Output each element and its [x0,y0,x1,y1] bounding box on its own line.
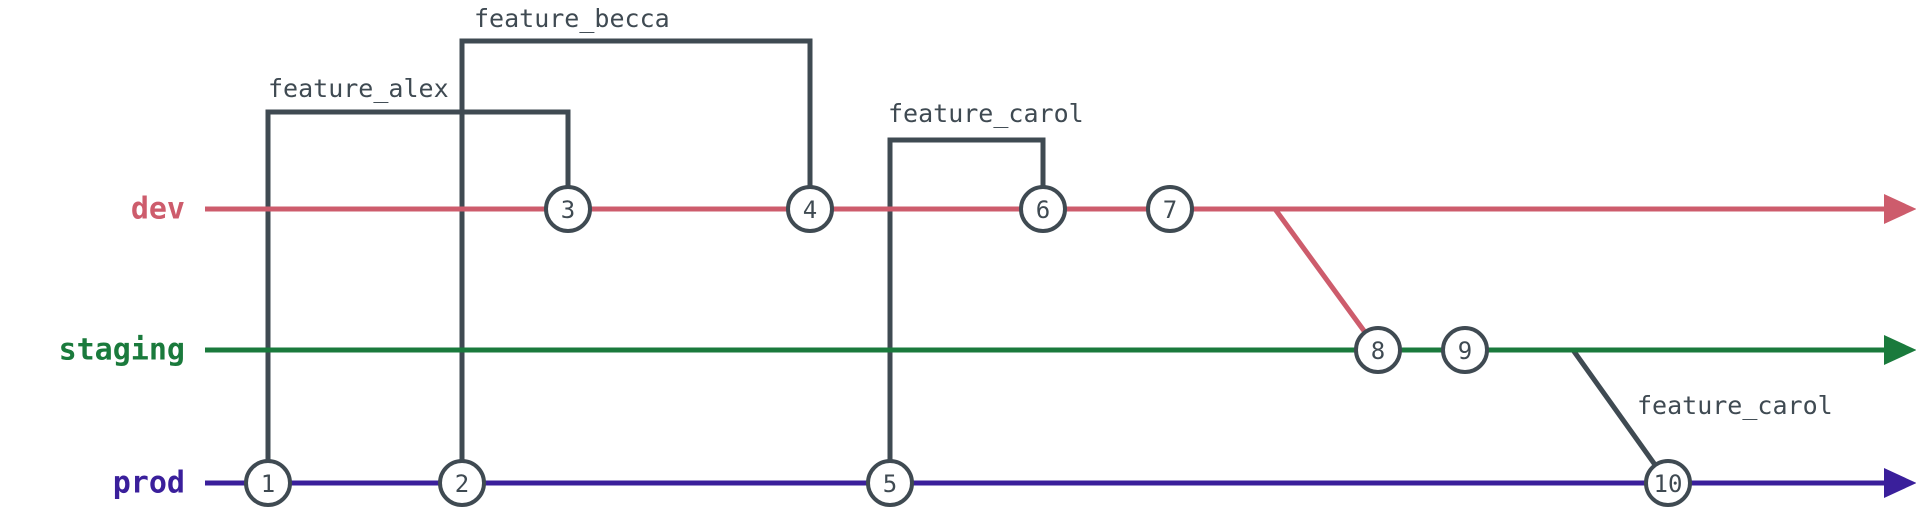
commit-node-10[interactable]: 10 [1644,459,1692,507]
commit-node-7[interactable]: 7 [1146,185,1194,233]
commit-node-2[interactable]: 2 [438,459,486,507]
commit-label-1: 1 [261,470,275,498]
feature-label-feature_alex: feature_alex [268,74,449,103]
commit-circle-9[interactable] [1441,326,1489,374]
commit-node-4[interactable]: 4 [786,185,834,233]
commit-circle-7[interactable] [1146,185,1194,233]
commit-circle-1[interactable] [244,459,292,507]
commit-label-2: 2 [455,470,469,498]
commit-nodes: 1 2 3 4 5 6 7 8 9 10 [244,185,1692,507]
commit-circle-6[interactable] [1019,185,1067,233]
commit-node-9[interactable]: 9 [1441,326,1489,374]
commit-circle-10[interactable] [1644,459,1692,507]
feature-label-feature_becca: feature_becca [474,4,670,33]
feature-branch-lines [265,38,1671,485]
commit-circle-8[interactable] [1354,326,1402,374]
feature-branch-line-feature_alex [265,109,571,483]
commit-circle-5[interactable] [866,459,914,507]
commit-node-1[interactable]: 1 [244,459,292,507]
commit-label-8: 8 [1371,337,1385,365]
commit-label-3: 3 [561,196,575,224]
commit-circle-3[interactable] [544,185,592,233]
merge-line-dev-to-staging-merge [1272,207,1381,352]
commit-node-3[interactable]: 3 [544,185,592,233]
feature-branch-line-feature_carol_prod [1570,348,1671,485]
feature-label-feature_carol_prod: feature_carol [1637,391,1833,420]
feature-label-feature_carol: feature_carol [888,99,1084,128]
commit-label-10: 10 [1654,470,1683,498]
branch-label-staging: staging [58,332,185,368]
commit-label-7: 7 [1163,196,1177,224]
feature-branch-line-feature_carol [887,137,1046,483]
commit-node-5[interactable]: 5 [866,459,914,507]
merge-lines [1272,207,1381,352]
branch-lines [205,194,1916,498]
commit-circle-4[interactable] [786,185,834,233]
commit-node-8[interactable]: 8 [1354,326,1402,374]
branch-label-prod: prod [112,465,185,501]
commit-label-9: 9 [1458,337,1472,365]
commit-label-5: 5 [883,470,897,498]
commit-label-4: 4 [803,196,817,224]
commit-circle-2[interactable] [438,459,486,507]
commit-node-6[interactable]: 6 [1019,185,1067,233]
feature-branch-line-feature_becca [459,38,813,483]
commit-label-6: 6 [1036,196,1050,224]
branch-label-dev: dev [130,191,185,227]
